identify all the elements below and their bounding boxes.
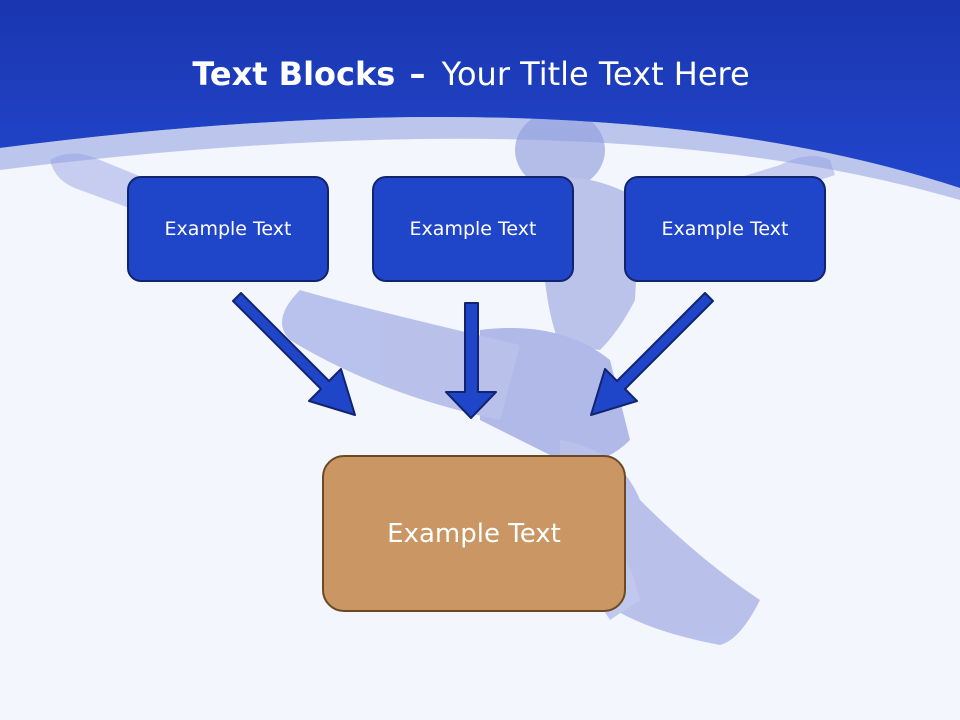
text-block-right[interactable]: Example Text [624,176,826,282]
title-bold-text: Text Blocks [192,55,396,93]
title-rest-text: Your Title Text Here [441,55,750,93]
text-block-left[interactable]: Example Text [127,176,329,282]
header-swoosh [0,116,960,200]
text-block-target[interactable]: Example Text [322,455,626,612]
header-band [0,0,960,188]
text-block-middle[interactable]: Example Text [372,176,574,282]
text-block-right-label: Example Text [661,218,789,240]
text-block-middle-label: Example Text [409,218,537,240]
text-block-left-label: Example Text [164,218,292,240]
text-block-target-label: Example Text [387,518,561,549]
slide-title: Text Blocks – Your Title Text Here [0,52,942,96]
title-separator: – [409,55,426,93]
